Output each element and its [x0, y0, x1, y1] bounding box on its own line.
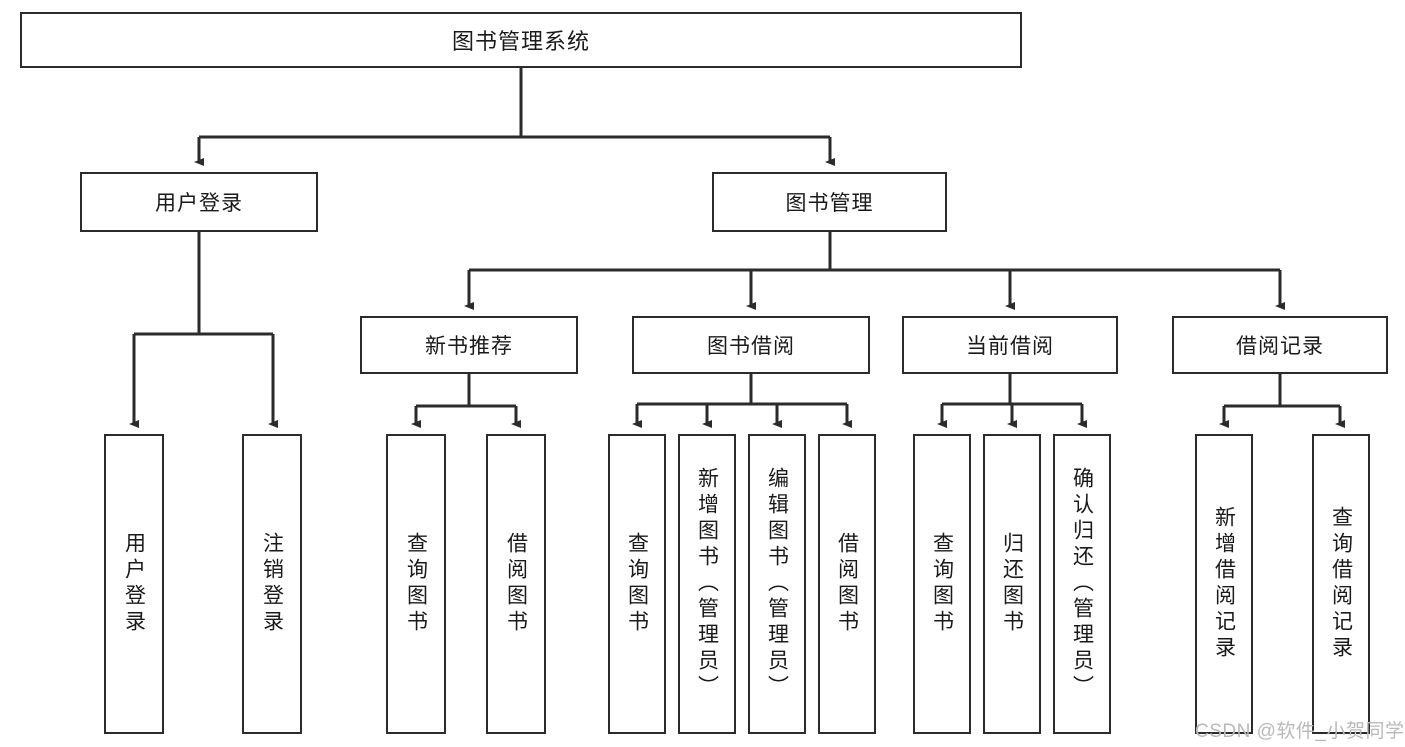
node-book-manage-label: 图书管理	[785, 192, 874, 215]
node-book-borrow[interactable]: 图书借阅	[632, 316, 870, 374]
leaf-borrow-book-recommend-label: 借阅图书	[504, 532, 528, 636]
leaf-confirm-return-label: 确认归还（管理员）	[1070, 467, 1094, 701]
leaf-add-book[interactable]: 新增图书（管理员）	[678, 434, 736, 734]
node-root-label: 图书管理系统	[451, 29, 590, 54]
leaf-confirm-return[interactable]: 确认归还（管理员）	[1053, 434, 1111, 734]
node-new-book-recommend[interactable]: 新书推荐	[360, 316, 578, 374]
leaf-borrow-book-recommend[interactable]: 借阅图书	[486, 434, 546, 734]
leaf-add-borrow-record-label: 新增借阅记录	[1212, 506, 1236, 662]
node-current-borrow-label: 当前借阅	[966, 335, 1054, 358]
node-user-login[interactable]: 用户登录	[80, 172, 318, 232]
leaf-return-book-label: 归还图书	[1000, 532, 1024, 636]
leaf-borrow-book[interactable]: 借阅图书	[818, 434, 876, 734]
leaf-query-book-current[interactable]: 查询图书	[913, 434, 971, 734]
leaf-logout[interactable]: 注销登录	[242, 434, 302, 734]
leaf-edit-book-label: 编辑图书（管理员）	[765, 467, 789, 701]
leaf-query-borrow-record[interactable]: 查询借阅记录	[1312, 434, 1370, 734]
leaf-logout-label: 注销登录	[260, 532, 284, 636]
leaf-query-book-recommend-label: 查询图书	[404, 532, 428, 636]
node-new-book-recommend-label: 新书推荐	[425, 335, 513, 358]
node-book-borrow-label: 图书借阅	[707, 335, 795, 358]
node-root[interactable]: 图书管理系统	[20, 12, 1022, 68]
leaf-return-book[interactable]: 归还图书	[983, 434, 1041, 734]
leaf-query-borrow-record-label: 查询借阅记录	[1329, 506, 1353, 662]
leaf-borrow-book-label: 借阅图书	[835, 532, 859, 636]
node-current-borrow[interactable]: 当前借阅	[902, 316, 1118, 374]
leaf-query-book-borrow-label: 查询图书	[625, 532, 649, 636]
leaf-edit-book[interactable]: 编辑图书（管理员）	[748, 434, 806, 734]
leaf-query-book-recommend[interactable]: 查询图书	[386, 434, 446, 734]
leaf-add-book-label: 新增图书（管理员）	[695, 467, 719, 701]
leaf-query-book-current-label: 查询图书	[930, 532, 954, 636]
leaf-query-book-borrow[interactable]: 查询图书	[608, 434, 666, 734]
node-user-login-label: 用户登录	[155, 192, 243, 215]
node-borrow-record-label: 借阅记录	[1236, 335, 1324, 358]
leaf-add-borrow-record[interactable]: 新增借阅记录	[1195, 434, 1253, 734]
node-book-manage[interactable]: 图书管理	[712, 172, 947, 232]
leaf-user-login-label: 用户登录	[122, 532, 146, 636]
csdn-watermark: CSDN @软件_小贺同学	[1195, 721, 1405, 742]
node-borrow-record[interactable]: 借阅记录	[1172, 316, 1388, 374]
leaf-user-login[interactable]: 用户登录	[104, 434, 164, 734]
